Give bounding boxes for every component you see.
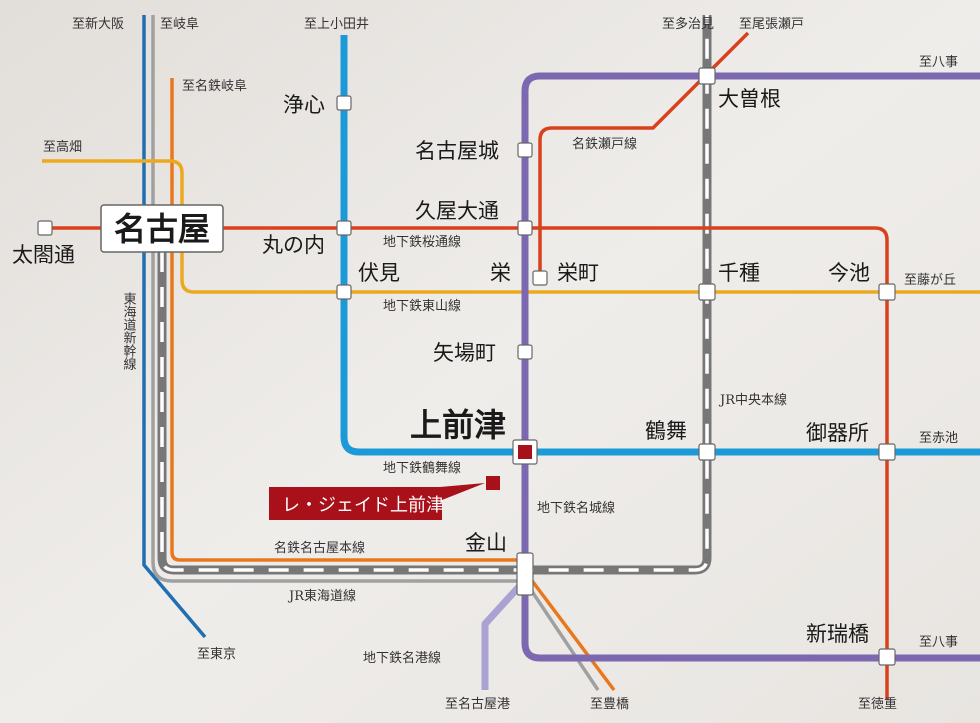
destination-tajimi: 至多治見	[662, 16, 714, 32]
destination-yagoto-top: 至八事	[919, 55, 958, 70]
line-label-seto: 名鉄瀬戸線	[572, 136, 637, 152]
station-markers	[37, 67, 896, 666]
station-marker-joshin[interactable]	[336, 95, 352, 111]
station-label-kamimaezu: 上前津	[410, 406, 506, 444]
station-label-ozone: 大曽根	[718, 87, 781, 111]
station-marker-tsurumai[interactable]	[698, 443, 716, 461]
destination-gifu: 至岐阜	[160, 16, 199, 32]
station-label-sakae: 栄	[490, 261, 511, 285]
station-label-taikodori: 太閤通	[12, 243, 75, 267]
line-sakuradori	[45, 226, 889, 700]
station-label-yabacho: 矢場町	[433, 341, 496, 365]
line-label-meijo: 地下鉄名城線	[537, 500, 615, 516]
station-label-marunouchi: 丸の内	[262, 233, 325, 257]
line-label-chuo: JR中央本線	[718, 392, 787, 408]
destination-toyohashi: 至豊橋	[590, 697, 629, 712]
station-label-chikusa: 千種	[718, 261, 760, 285]
station-label-fushimi: 伏見	[358, 261, 400, 285]
line-meitetsu-nagoya	[170, 78, 616, 692]
station-marker-aratamabashi[interactable]	[878, 648, 896, 666]
station-marker-fushimi[interactable]	[336, 284, 352, 300]
station-marker-gokiso[interactable]	[878, 443, 896, 461]
line-label-tsurumai: 地下鉄鶴舞線	[383, 460, 461, 476]
line-label-meiko: 地下鉄名港線	[363, 650, 441, 666]
station-label-nagoyajo: 名古屋城	[415, 139, 499, 163]
line-label-tokaido: JR東海道線	[287, 588, 356, 604]
line-meiko	[481, 577, 528, 690]
station-label-imaike: 今池	[828, 261, 870, 285]
station-marker-yabacho[interactable]	[517, 344, 533, 360]
station-marker-imaike[interactable]	[878, 283, 896, 301]
station-marker-ozone[interactable]	[698, 67, 716, 85]
destination-takabata: 至高畑	[43, 139, 82, 155]
destination-nagoyako: 至名古屋港	[445, 696, 510, 712]
destination-kami-otai: 至上小田井	[304, 17, 369, 32]
destination-shin-osaka: 至新大阪	[72, 16, 124, 32]
line-shinkansen	[142, 15, 207, 639]
station-marker-hisaya-odori[interactable]	[517, 220, 533, 236]
line-label-shinkansen: 東海道新幹線	[121, 291, 137, 370]
station-marker-taikodori[interactable]	[37, 220, 53, 236]
destination-akaike: 至赤池	[919, 431, 958, 446]
property-callout-box	[269, 483, 485, 520]
station-marker-nagoyajo[interactable]	[517, 142, 533, 158]
line-label-higashiyama: 地下鉄東山線	[383, 298, 461, 314]
station-label-hisaya-odori: 久屋大通	[415, 199, 499, 223]
destination-fujigaoka: 至藤が丘	[904, 273, 956, 288]
destination-meitetsu-gifu: 至名鉄岐阜	[182, 78, 247, 94]
station-label-aratamabashi: 新瑞橋	[806, 622, 869, 646]
destination-tokushige: 至徳重	[858, 696, 897, 712]
station-label-kanayama: 金山	[465, 531, 507, 555]
station-marker-sakaemachi[interactable]	[532, 270, 548, 286]
station-label-gokiso: 御器所	[806, 421, 869, 445]
station-marker-nagoya[interactable]	[100, 204, 224, 253]
station-marker-chikusa[interactable]	[698, 283, 716, 301]
station-label-nagoya: 名古屋	[114, 210, 210, 248]
station-label-sakaemachi: 栄町	[557, 261, 599, 285]
property-marker[interactable]	[486, 476, 500, 490]
destination-owari-seto: 至尾張瀬戸	[739, 17, 804, 32]
line-meitetsu-seto	[538, 31, 750, 275]
line-tsurumai	[340, 35, 980, 456]
destination-yagoto-bottom: 至八事	[919, 635, 958, 650]
line-jr-tokaido	[151, 15, 600, 691]
property-name: レ・ジェイド上前津	[282, 495, 444, 516]
line-label-meitetsu-nagoya: 名鉄名古屋本線	[274, 540, 365, 556]
property-callout[interactable]: レ・ジェイド上前津	[269, 476, 500, 520]
destination-tokyo: 至東京	[197, 646, 236, 662]
station-marker-marunouchi[interactable]	[336, 220, 352, 236]
line-jr-chuo	[157, 15, 712, 575]
station-marker-kanayama[interactable]	[516, 552, 534, 596]
line-label-sakuradori: 地下鉄桜通線	[383, 234, 461, 250]
kamimaezu-highlight	[518, 445, 532, 459]
station-label-tsurumai: 鶴舞	[645, 419, 687, 443]
line-meijo	[521, 72, 980, 662]
station-label-joshin: 浄心	[283, 93, 325, 117]
